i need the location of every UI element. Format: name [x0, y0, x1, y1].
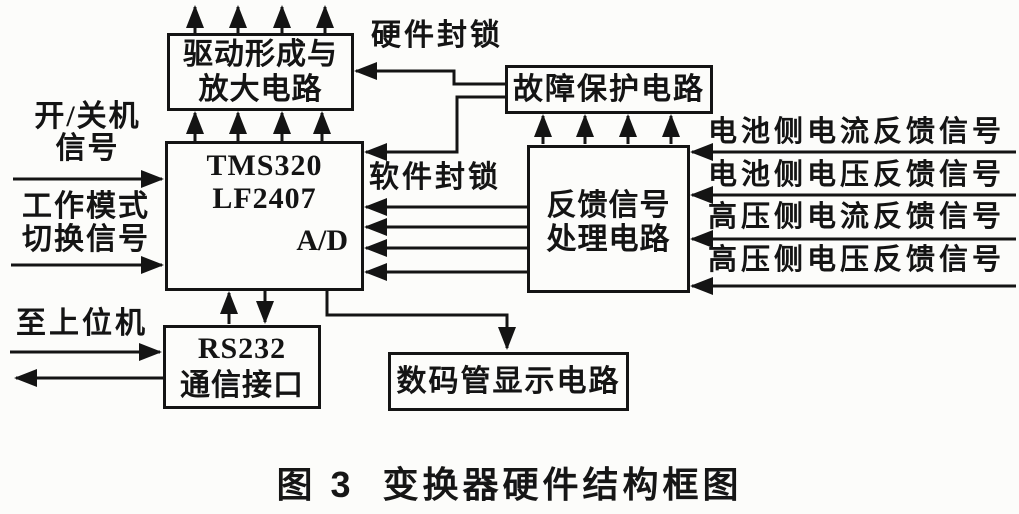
- label-power-onoff-line2: 信号: [55, 132, 120, 165]
- block-feedback-line2: 处理电路: [546, 223, 671, 256]
- label-battery-side-voltage-feedback: 电池侧电压反馈信号: [708, 159, 1006, 191]
- block-dsp-tms320: TMS320 LF2407 A/D: [165, 141, 364, 291]
- label-highvoltage-side-voltage-feedback: 高压侧电压反馈信号: [708, 244, 1006, 276]
- label-work-mode-signal: 工作模式 切换信号: [16, 190, 156, 256]
- figure-caption: 图 3 变换器硬件结构框图: [276, 464, 743, 505]
- block-fault-label: 故障保护电路: [513, 73, 705, 106]
- block-feedback-signal-processing: 反馈信号 处理电路: [527, 145, 690, 293]
- label-power-onoff-signal: 开/关机 信号: [25, 101, 150, 165]
- block-display-label: 数码管显示电路: [396, 365, 621, 398]
- block-dsp-ad-label: A/D: [296, 224, 348, 257]
- block-fault-protection-circuit: 故障保护电路: [505, 65, 713, 114]
- arrow-fault-to-dsp-software-lock: [364, 95, 506, 161]
- label-battery-side-current-feedback: 电池侧电流反馈信号: [708, 116, 1006, 148]
- arrow-dsp-to-display: [325, 291, 516, 350]
- label-work-mode-line1: 工作模式: [22, 190, 150, 223]
- block-dsp-line2: LF2407: [212, 182, 317, 215]
- block-rs232-line2: 通信接口: [180, 369, 304, 402]
- label-highvoltage-side-current-feedback: 高压侧电流反馈信号: [708, 201, 1006, 233]
- block-drive-line1: 驱动形成与: [183, 38, 338, 71]
- block-feedback-line1: 反馈信号: [546, 189, 671, 222]
- label-power-onoff-line1: 开/关机: [34, 100, 141, 133]
- block-rs232-line1: RS232: [197, 332, 287, 365]
- label-to-host-computer: 至上位机: [16, 307, 148, 340]
- block-digit-display-circuit: 数码管显示电路: [388, 352, 629, 411]
- arrow-fault-to-drive-hardware-lock: [354, 62, 506, 86]
- block-rs232-interface: RS232 通信接口: [163, 325, 321, 409]
- label-software-lockout: 软件封锁: [369, 161, 501, 194]
- block-dsp-line1: TMS320: [206, 149, 323, 182]
- block-drive-amplifier-circuit: 驱动形成与 放大电路: [167, 33, 354, 111]
- block-drive-line2: 放大电路: [198, 73, 323, 106]
- label-work-mode-line2: 切换信号: [22, 223, 150, 256]
- label-hardware-lockout: 硬件封锁: [371, 19, 503, 52]
